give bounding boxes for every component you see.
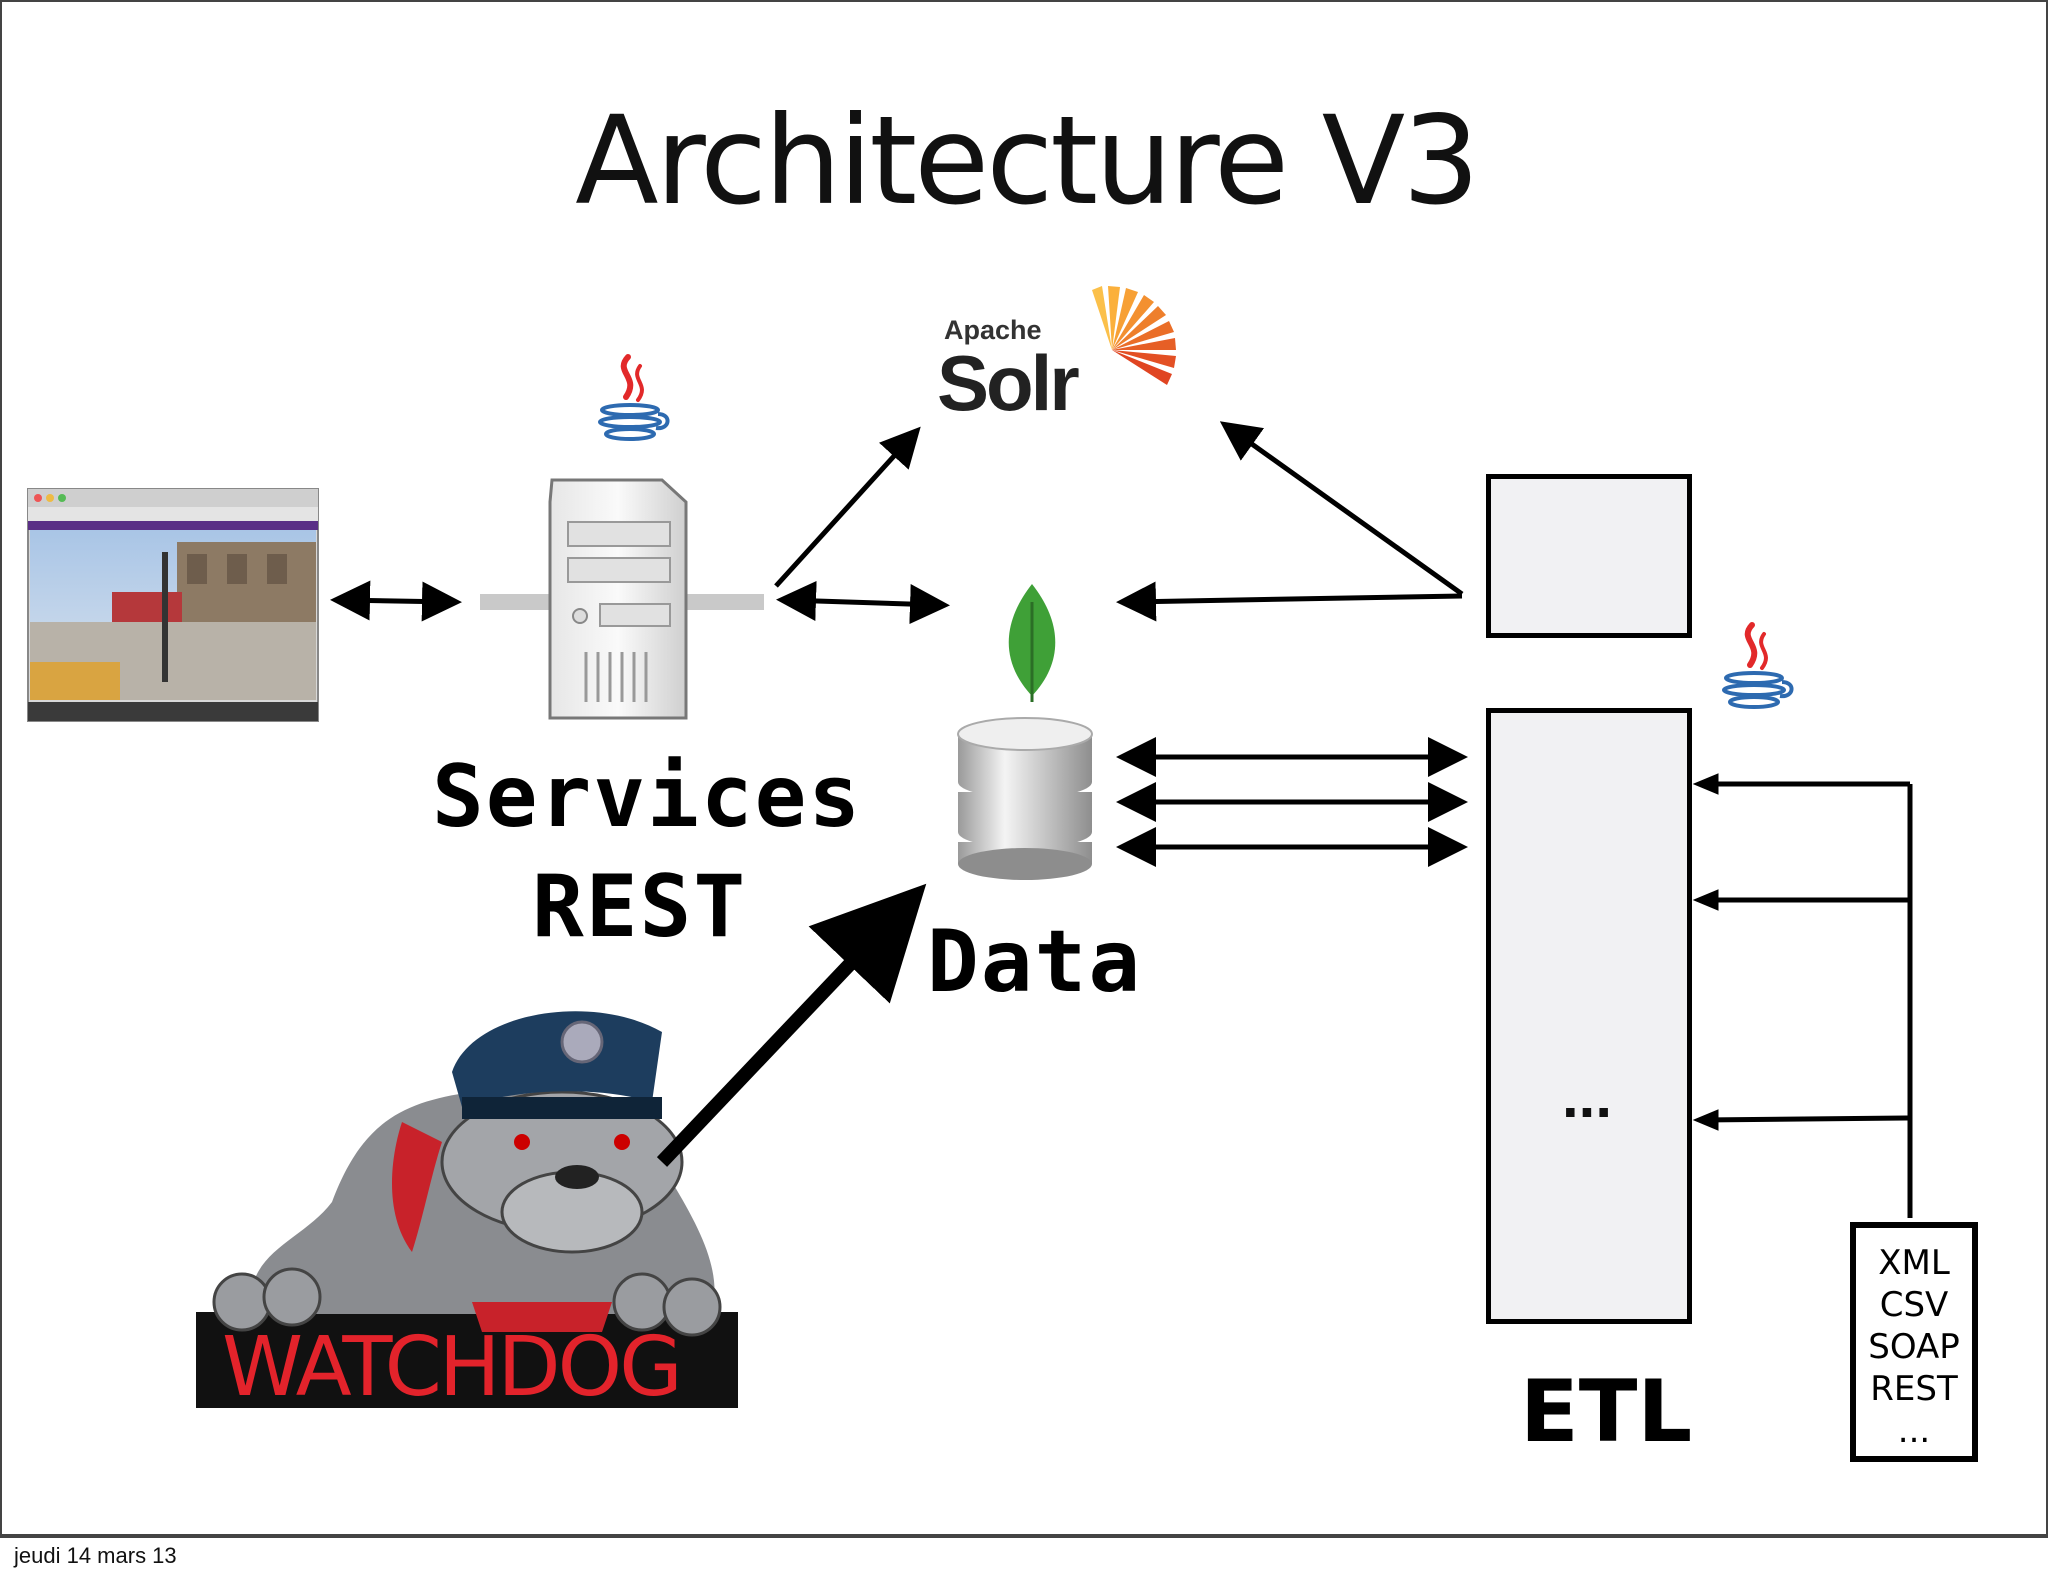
server-tower-icon [480, 478, 764, 720]
arrow-etl-solr [1219, 421, 1464, 597]
footer-divider [0, 1536, 2048, 1538]
format-item: SOAP [1868, 1327, 1960, 1367]
data-formats-box: XML CSV SOAP REST ... [1850, 1222, 1978, 1462]
browser-screenshot-icon [27, 488, 319, 722]
watchdog-logo-text: WATCHDOG [222, 1320, 683, 1415]
solr-logo-text: Solr [937, 339, 1080, 427]
diagram-canvas [27, 286, 1913, 1408]
format-item: CSV [1879, 1285, 1949, 1325]
database-stack-icon [957, 717, 1093, 880]
format-item: XML [1878, 1243, 1950, 1283]
etl-input-arrowheads [1692, 773, 1719, 1131]
etl-processes-box [1486, 708, 1692, 1324]
arrow-etl-data [1116, 581, 1463, 622]
solr-apache-text: Apache [944, 315, 1042, 345]
etl-solr-indexer-box [1486, 474, 1692, 638]
arrows [330, 421, 1913, 1218]
arrow-services-data [776, 580, 950, 625]
slide-frame: Architecture V3 [0, 0, 2048, 1536]
format-item: ... [1897, 1411, 1931, 1451]
connector-formats-etl [1701, 781, 1913, 1218]
format-item: REST [1870, 1369, 1958, 1409]
etl-ellipsis: ... [1562, 1063, 1613, 1130]
slide-title: Architecture V3 [575, 90, 1480, 232]
mongodb-leaf-icon [1008, 584, 1056, 702]
solr-sun-icon [1092, 286, 1176, 385]
watchdog-bulldog-icon [196, 1011, 738, 1408]
java-cup-icon [1722, 622, 1794, 709]
data-label: Data [927, 912, 1143, 1012]
arrow-watchdog-data [656, 883, 927, 1167]
java-cup-icon [598, 354, 670, 441]
services-label: Services [432, 747, 863, 847]
footer-date: jeudi 14 mars 13 [14, 1543, 177, 1568]
arrow-browser-services [330, 580, 462, 622]
rest-label: REST [532, 857, 748, 957]
etl-label: ETL [1520, 1362, 1693, 1462]
arrow-services-solr [774, 426, 921, 588]
